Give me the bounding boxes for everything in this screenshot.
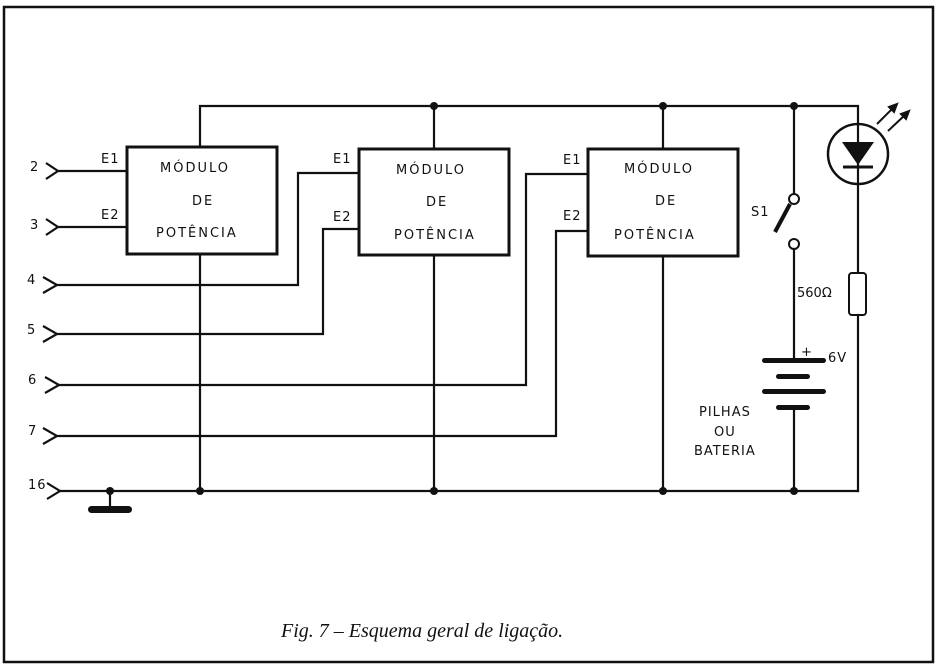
module-title: DE xyxy=(192,194,214,209)
module-title: MÓDULO xyxy=(160,160,230,176)
connector-chevron-icon xyxy=(45,218,60,236)
connector-chevron-icon xyxy=(44,376,62,394)
figure-caption: Fig. 7 – Esquema geral de ligação. xyxy=(280,620,563,642)
wire-pin-4 xyxy=(56,171,360,287)
connector-chevron-icon xyxy=(42,276,60,294)
battery-plus: + xyxy=(801,345,813,360)
input-label-e2: E2 xyxy=(563,209,582,224)
battery-label: OU xyxy=(714,425,736,440)
connector-chevrons xyxy=(42,162,63,500)
connector-chevron-icon xyxy=(46,482,63,500)
pin-label: 6 xyxy=(28,373,37,388)
battery-cell-icon xyxy=(762,358,826,363)
connector-chevron-icon xyxy=(42,427,60,445)
module-title: DE xyxy=(655,194,677,209)
wire-pin-7 xyxy=(56,229,590,438)
power-module-3: MÓDULO DE POTÊNCIA E1 E2 xyxy=(563,147,740,258)
module-title: POTÊNCIA xyxy=(394,227,476,243)
connector-chevron-icon xyxy=(45,162,60,180)
led xyxy=(826,102,911,186)
switch-lever-icon xyxy=(773,203,792,233)
wire-pin-5 xyxy=(56,227,360,336)
switch-contact-icon xyxy=(788,238,800,250)
junction-dot xyxy=(790,102,798,110)
module-title: MÓDULO xyxy=(396,162,466,178)
resistor-icon xyxy=(848,272,867,316)
pin-label: 2 xyxy=(30,160,39,175)
resistor: 560Ω xyxy=(797,272,867,316)
module-title: DE xyxy=(426,195,448,210)
battery-label: PILHAS xyxy=(699,405,751,420)
power-module-1: MÓDULO DE POTÊNCIA E1 E2 xyxy=(101,145,279,256)
module-title: POTÊNCIA xyxy=(156,225,238,241)
switch-contact-icon xyxy=(788,193,800,205)
pin-label: 7 xyxy=(28,424,37,439)
light-emission-icon xyxy=(876,102,911,132)
battery-voltage: 6V xyxy=(828,351,847,366)
pin-label: 16 xyxy=(28,478,47,493)
battery-label: BATERIA xyxy=(694,444,756,459)
junction-dot xyxy=(659,102,667,110)
chassis-ground-icon xyxy=(88,506,132,513)
pin-label: 3 xyxy=(30,218,39,233)
module-title: POTÊNCIA xyxy=(614,227,696,243)
figure-frame xyxy=(2,5,935,664)
battery: + 6V PILHAS OU BATERIA xyxy=(694,345,847,459)
input-label-e1: E1 xyxy=(563,153,582,168)
switch-s1: S1 xyxy=(751,193,800,250)
junction-dot xyxy=(659,487,667,495)
wire-pin-6 xyxy=(58,172,590,387)
module-title: MÓDULO xyxy=(624,161,694,177)
switch-label: S1 xyxy=(751,205,770,220)
input-label-e2: E2 xyxy=(333,210,352,225)
input-label-e1: E1 xyxy=(333,152,352,167)
input-label-e2: E2 xyxy=(101,208,120,223)
input-label-e1: E1 xyxy=(101,152,120,167)
battery-cell-icon xyxy=(776,405,810,410)
junction-dot xyxy=(430,487,438,495)
diode-triangle-icon xyxy=(842,142,874,165)
junction-dot xyxy=(196,487,204,495)
battery-cell-icon xyxy=(776,374,810,379)
pin-label: 4 xyxy=(27,273,36,288)
pin-label: 5 xyxy=(27,323,36,338)
junction-dot xyxy=(430,102,438,110)
power-module-2: MÓDULO DE POTÊNCIA E1 E2 xyxy=(333,147,511,257)
connector-chevron-icon xyxy=(42,325,60,343)
positive-rail xyxy=(198,104,860,148)
resistor-label: 560Ω xyxy=(797,286,832,301)
battery-cell-icon xyxy=(762,389,826,394)
